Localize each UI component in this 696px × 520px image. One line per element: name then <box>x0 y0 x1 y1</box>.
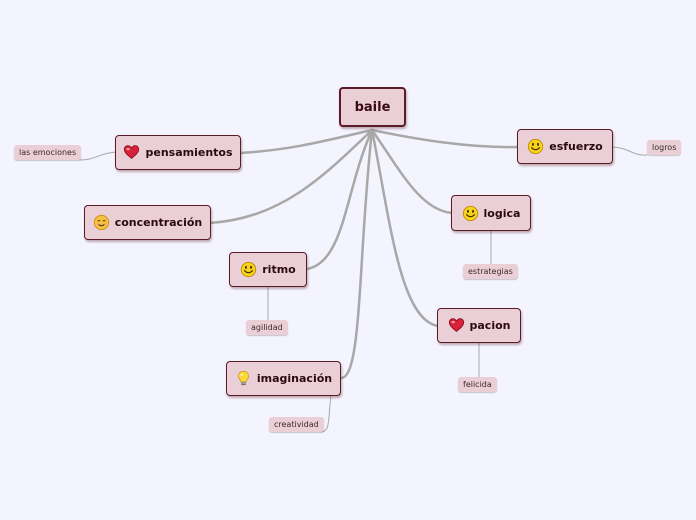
connector-pacion <box>370 128 440 328</box>
topic-esfuerzo[interactable]: esfuerzo <box>517 129 613 164</box>
connector-logica <box>370 128 454 215</box>
topic-label-concentracion: concentración <box>114 216 203 229</box>
topic-label-logica: logica <box>483 206 521 220</box>
smiley-icon <box>240 261 257 278</box>
subtopic-logros[interactable]: logros <box>647 140 682 155</box>
topic-label-ritmo: ritmo <box>262 263 296 276</box>
heart-icon <box>123 144 140 161</box>
subtopic-felicida[interactable]: felicida <box>458 377 497 392</box>
topic-ritmo[interactable]: ritmo <box>229 252 307 287</box>
root-topic-label: baile <box>354 99 391 115</box>
connector-creatividad <box>321 394 332 433</box>
topic-logica[interactable]: logica <box>451 195 531 231</box>
heart-icon <box>448 317 465 334</box>
smiley-icon <box>527 138 544 155</box>
connector-logros <box>612 146 648 156</box>
root-topic-baile[interactable]: baile <box>339 87 406 127</box>
lightbulb-icon <box>235 370 252 387</box>
topic-pacion[interactable]: pacion <box>437 308 521 343</box>
topic-label-pensamientos: pensamientos <box>145 146 233 159</box>
subtopic-creatividad[interactable]: creatividad <box>269 417 324 432</box>
smile-icon <box>93 214 110 231</box>
topic-concentracion[interactable]: concentración <box>84 205 211 240</box>
connector-concentracion <box>208 128 374 225</box>
smiley-icon <box>462 205 479 222</box>
topic-label-esfuerzo: esfuerzo <box>549 140 603 153</box>
subtopic-las-emociones[interactable]: las emociones <box>14 145 82 160</box>
connector-ritmo <box>305 128 374 271</box>
topic-label-pacion: pacion <box>469 319 511 332</box>
connector-las-emociones <box>79 151 117 161</box>
connector-esfuerzo <box>370 128 520 149</box>
topic-imaginacion[interactable]: imaginación <box>226 361 341 396</box>
connector-pensamientos <box>238 128 374 155</box>
topic-label-imaginacion: imaginación <box>256 372 333 385</box>
subtopic-agilidad[interactable]: agilidad <box>246 320 288 335</box>
connector-imaginacion <box>339 128 374 380</box>
topic-pensamientos[interactable]: pensamientos <box>115 135 241 170</box>
subtopic-estrategias[interactable]: estrategias <box>463 264 518 279</box>
